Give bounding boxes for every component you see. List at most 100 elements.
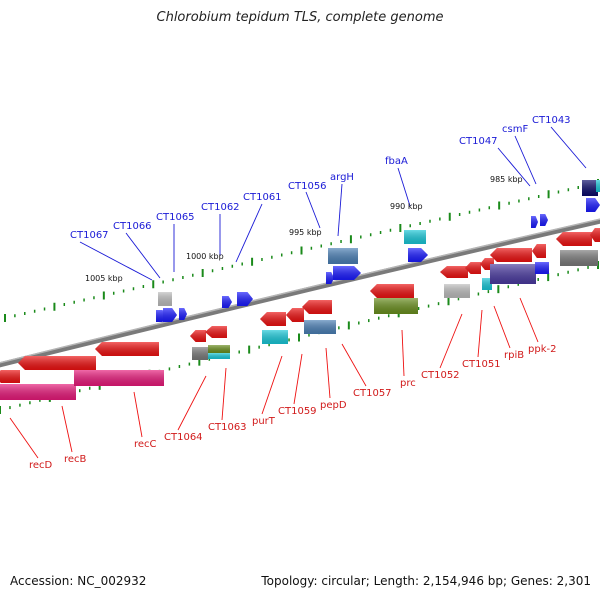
cds-cyan-3-shade (404, 230, 426, 244)
gene-label-CT1066[interactable]: CT1066 (113, 221, 152, 232)
scale-label-985: 985 kbp (490, 175, 523, 184)
leader-top-9 (514, 135, 537, 185)
scale-label-990: 990 kbp (390, 202, 423, 211)
map-title: Chlorobium tepidum TLS, complete genome (156, 10, 444, 25)
gene-label-CT1043[interactable]: CT1043 (532, 115, 571, 126)
cds-magenta-0-shade (0, 384, 76, 400)
cds-cyan-2-shade (482, 278, 492, 290)
forward-gene-labels: CT1067 CT1066 CT1065 CT1062 CT1061 CT105… (70, 115, 571, 241)
gene-label-CT1052[interactable]: CT1052 (421, 370, 460, 381)
scale-label-995: 995 kbp (289, 228, 322, 237)
gene-label-ppk-2[interactable]: ppk-2 (528, 344, 556, 355)
cds-purple-0-shade (490, 264, 536, 284)
cds-navy-0-shade (582, 180, 598, 196)
cds-grey-0-shade (192, 347, 208, 360)
leader-bottom-5 (261, 355, 283, 415)
gene-label-CT1061[interactable]: CT1061 (243, 192, 282, 203)
leader-bottom-0 (9, 417, 39, 459)
cds-grey-1-shade (560, 250, 598, 266)
cds-olive-1-shade (374, 298, 418, 314)
reverse-cds-red-2-shade (95, 342, 159, 356)
forward-cds-blue-8-shade (531, 216, 538, 228)
forward-cds-blue-2-shade (179, 308, 187, 320)
leader-bottom-6 (293, 353, 303, 405)
scale-labels: 1005 kbp 1000 kbp 995 kbp 990 kbp 985 kb… (85, 175, 523, 283)
cds-magenta-1-shade (74, 370, 164, 386)
leader-bottom-3 (177, 375, 207, 431)
forward-cds-blue-9-shade (540, 214, 548, 226)
backbone-highlight (0, 218, 600, 364)
reverse-gene-labels: recD recB recC CT1064 CT1063 purT CT1059… (29, 344, 556, 471)
gene-label-recB[interactable]: recB (64, 454, 87, 465)
gene-label-rpiB[interactable]: rpiB (504, 350, 524, 361)
backbone-arc (0, 218, 600, 368)
gene-label-prc[interactable]: prc (400, 378, 416, 389)
cds-cyan-0-shade (208, 353, 230, 359)
gene-label-csmF[interactable]: csmF (502, 124, 528, 135)
leader-top-0 (79, 241, 153, 281)
label-leaders (9, 126, 587, 459)
gene-features (0, 180, 600, 400)
cds-lightgrey-1-shade (158, 292, 172, 306)
scale-label-1000: 1000 kbp (186, 252, 224, 261)
gene-label-CT1047[interactable]: CT1047 (459, 136, 498, 147)
reverse-cds-red-10-shade (465, 262, 481, 274)
forward-cds-blue-1-shade (163, 308, 177, 322)
leader-bottom-9 (401, 329, 405, 377)
reverse-cds-red-7-shade (302, 300, 332, 314)
gene-label-CT1056[interactable]: CT1056 (288, 181, 327, 192)
gene-label-CT1057[interactable]: CT1057 (353, 388, 392, 399)
cds-blue-right-0-shade (535, 262, 549, 274)
forward-cds-blue-5-shade (326, 272, 334, 284)
gene-label-argH[interactable]: argH (330, 172, 354, 183)
gene-label-CT1065[interactable]: CT1065 (156, 212, 195, 223)
leader-bottom-13 (519, 297, 539, 343)
leader-bottom-1 (61, 405, 73, 453)
forward-cds-blue-3-shade (222, 296, 232, 308)
forward-cds-blue-4-shade (237, 292, 253, 306)
gene-label-recD[interactable]: recD (29, 460, 53, 471)
gene-label-purT[interactable]: purT (252, 416, 276, 427)
gene-label-CT1051[interactable]: CT1051 (462, 359, 501, 370)
reverse-cds-red-6-shade (286, 308, 304, 322)
leader-top-5 (305, 191, 321, 229)
reverse-cds-red-8-shade (370, 284, 414, 298)
gene-label-recC[interactable]: recC (134, 439, 157, 450)
cds-cyan-1-shade (262, 330, 288, 344)
gene-label-CT1064[interactable]: CT1064 (164, 432, 203, 443)
gene-label-pepD[interactable]: pepD (320, 400, 347, 411)
reverse-cds-red-4-shade (205, 326, 227, 338)
leader-top-6 (337, 183, 343, 237)
cds-steel-1-shade (328, 248, 358, 264)
forward-cds-blue-7-shade (408, 248, 428, 262)
leader-bottom-7 (325, 347, 331, 399)
cds-cyan-4-shade (596, 180, 600, 192)
leader-top-7 (397, 167, 411, 207)
reverse-cds-red-15-shade (590, 228, 600, 242)
leader-bottom-11 (477, 309, 483, 358)
cds-olive-0-shade (208, 345, 230, 353)
leader-top-10 (550, 126, 587, 169)
gene-label-CT1063[interactable]: CT1063 (208, 422, 247, 433)
reverse-cds-red-5-shade (260, 312, 286, 326)
gene-label-CT1062[interactable]: CT1062 (201, 202, 240, 213)
leader-bottom-10 (439, 313, 463, 369)
gene-label-CT1067[interactable]: CT1067 (70, 230, 109, 241)
reverse-cds-red-13-shade (532, 244, 546, 258)
outer-tick-track (4, 179, 599, 322)
leader-top-1 (125, 232, 161, 279)
leader-bottom-12 (493, 305, 511, 349)
reverse-cds-red-12-shade (490, 248, 532, 262)
reverse-cds-red-0-shade (0, 370, 20, 383)
reverse-cds-red-3-shade (190, 330, 206, 342)
accession-text: Accession: NC_002932 (10, 574, 147, 588)
genome-summary-text: Topology: circular; Length: 2,154,946 bp… (261, 574, 591, 588)
gene-label-fbaA[interactable]: fbaA (385, 156, 408, 167)
scale-label-1005: 1005 kbp (85, 274, 123, 283)
gene-label-CT1059[interactable]: CT1059 (278, 406, 317, 417)
leader-top-4 (235, 203, 263, 263)
reverse-cds-red-1-shade (18, 356, 96, 370)
leader-bottom-4 (221, 367, 227, 421)
leader-bottom-2 (133, 391, 143, 438)
